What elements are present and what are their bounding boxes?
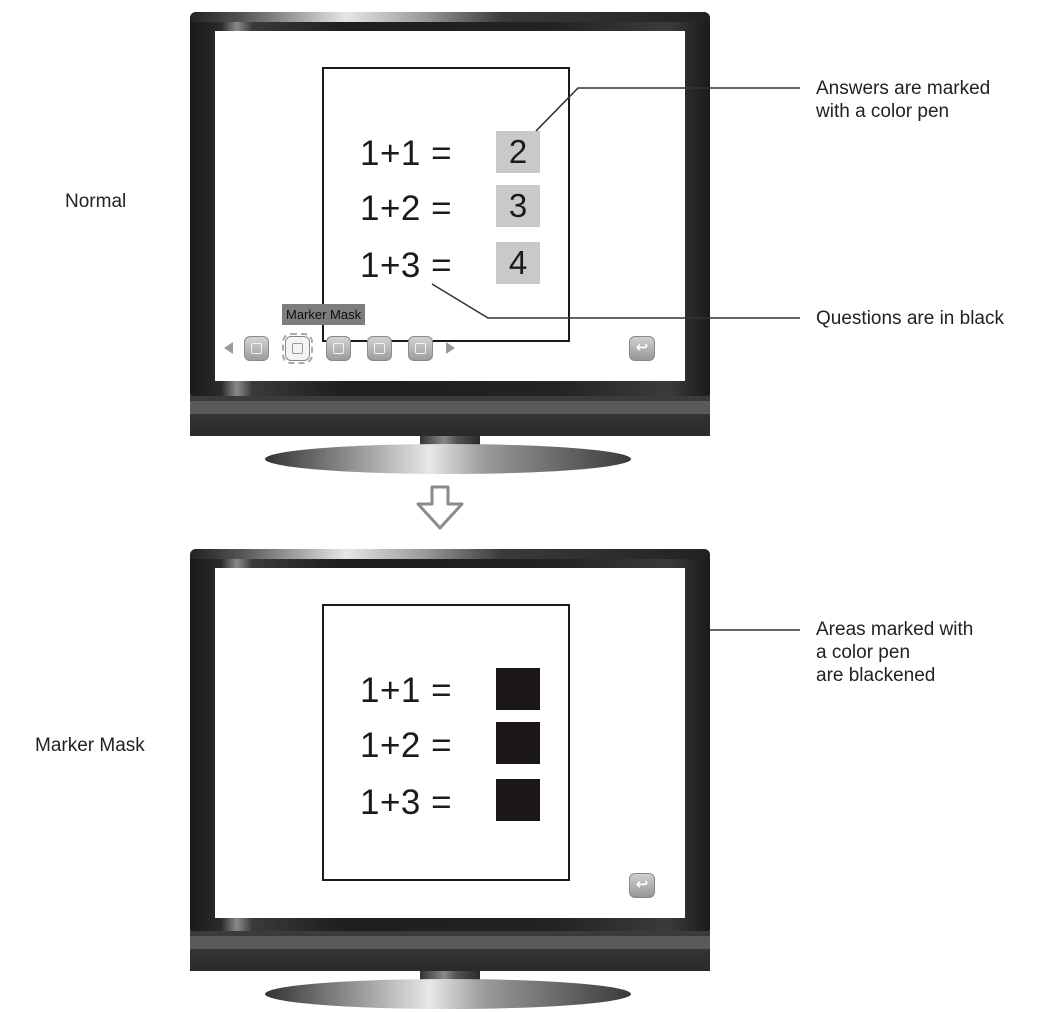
equation-row: 1+2 = [360, 726, 452, 766]
marker-mask-tooltip: Marker Mask [282, 304, 366, 325]
callout-line-questions [431, 283, 800, 319]
question-text: 1+2 = [360, 726, 453, 765]
split-glyph [415, 343, 426, 354]
monitor-chin-stripe [190, 936, 710, 949]
callout-areas-blackened: Areas marked with a color pen are blacke… [816, 619, 974, 686]
document-sheet-normal: 1+1 = 2 1+2 = 3 1+3 = 4 [322, 67, 570, 342]
toolbar-scroll-right-icon[interactable] [446, 342, 455, 354]
callout-line-answers [535, 87, 800, 132]
bezel-shine [190, 549, 710, 559]
crop-glyph [374, 343, 385, 354]
callout-questions-black: Questions are in black [816, 308, 1004, 329]
question-text: 1+3 = [360, 783, 453, 822]
toolbar [224, 333, 464, 364]
mask-glyph [251, 343, 262, 354]
answer-box: 2 [496, 131, 540, 173]
question-text: 1+1 = [360, 134, 453, 173]
equation-row: 1+3 = [360, 246, 452, 286]
callout-answers-marked: Answers are marked with a color pen [816, 78, 991, 122]
equation-row: 1+1 = [360, 671, 452, 711]
question-text: 1+2 = [360, 189, 453, 228]
answer-box: 4 [496, 242, 540, 284]
equation-row: 1+1 = [360, 134, 452, 174]
toolbar-scroll-left-icon[interactable] [224, 342, 233, 354]
bezel-shine [190, 12, 710, 22]
answer-box: 3 [496, 185, 540, 227]
monitor-stand [265, 979, 631, 1009]
document-sheet-masked: 1+1 = 1+2 = 1+3 = [322, 604, 570, 881]
masked-answer-box [496, 722, 540, 764]
question-text: 1+3 = [360, 246, 453, 285]
mode-label-marker-mask: Marker Mask [35, 735, 145, 756]
masked-answer-box [496, 779, 540, 821]
question-text: 1+1 = [360, 671, 453, 710]
return-arrow-icon[interactable]: ↩ [629, 873, 655, 898]
monitor-chin-stripe [190, 401, 710, 414]
down-arrow-icon [416, 485, 464, 530]
marker-mask-icon[interactable] [282, 333, 313, 364]
overlay-glyph [333, 343, 344, 354]
overlay-icon[interactable] [326, 336, 351, 361]
split-icon[interactable] [408, 336, 433, 361]
equation-row: 1+3 = [360, 783, 452, 823]
mode-label-normal: Normal [65, 191, 127, 212]
return-arrow-icon[interactable]: ↩ [629, 336, 655, 361]
mask-icon[interactable] [244, 336, 269, 361]
masked-answer-box [496, 668, 540, 710]
marker-mask-glyph [292, 343, 303, 354]
crop-icon[interactable] [367, 336, 392, 361]
monitor-stand [265, 444, 631, 474]
equation-row: 1+2 = [360, 189, 452, 229]
